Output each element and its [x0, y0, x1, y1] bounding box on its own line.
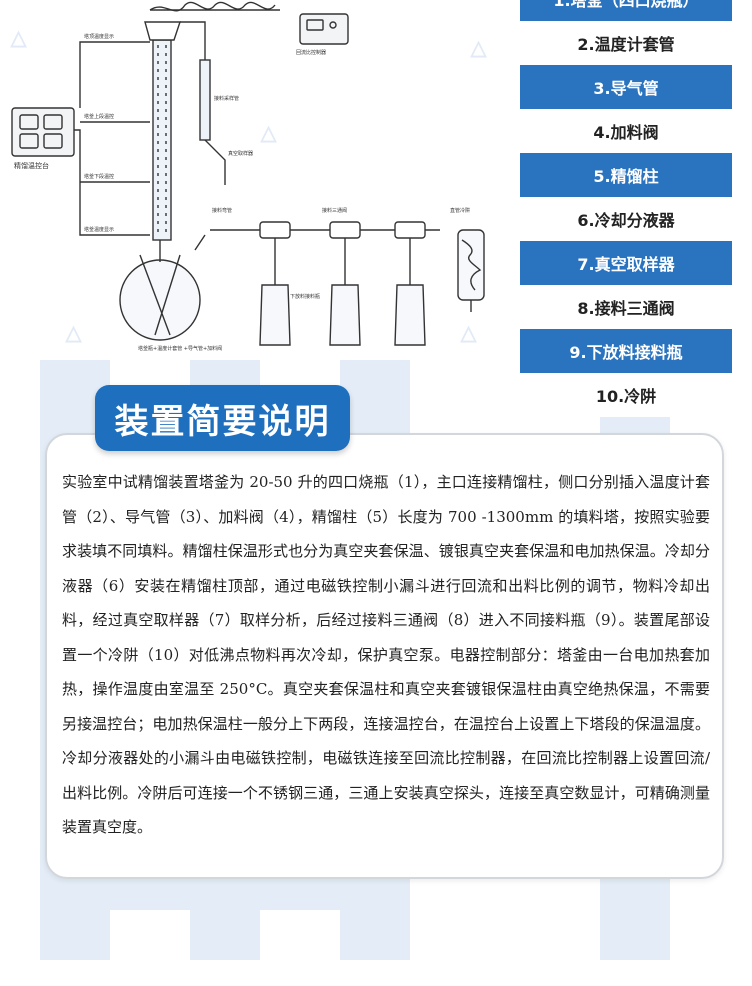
label-top-temp: 塔顶温度显示 [84, 33, 114, 40]
apparatus-diagram: 塔顶温度显示 塔釜上段温控 塔釜下段温控 塔釜温度显示 精馏温控台 回流比控制器… [11, 1, 485, 352]
valve-label-coldtrap: 直管冷阱 [450, 207, 470, 214]
watermark-icon: ▵ [460, 312, 478, 352]
legend-item-9: 9.下放料接料瓶 [520, 329, 732, 373]
label-lower-control: 塔釜下段温控 [84, 173, 114, 180]
legend-item-3: 3.导气管 [520, 65, 732, 109]
flask-label: 塔釜瓶+温度计套管 +导气管+加料阀 [138, 345, 222, 352]
label-upper-control: 塔釜上段温控 [84, 113, 114, 120]
section-title: 装置简要说明 [95, 385, 350, 451]
valve-label-bend: 接料弯管 [212, 207, 232, 214]
description-text: 实验室中试精馏装置塔釜为 20-50 升的四口烧瓶（1），主口连接精馏柱，侧口分… [62, 473, 710, 836]
legend-item-5: 5.精馏柱 [520, 153, 732, 197]
vlabel-vacuum: 真空取样器 [228, 150, 253, 157]
watermark-icon: ▵ [260, 112, 278, 152]
legend-item-2: 2.温度计套管 [520, 21, 732, 65]
watermark-icon: ▵ [10, 17, 28, 57]
label-bottom-temp: 塔釜温度显示 [84, 226, 114, 233]
legend-item-4: 4.加料阀 [520, 109, 732, 153]
watermark-icon: ▵ [470, 27, 488, 67]
vlabel-sampling: 接料采样管 [214, 95, 239, 102]
controller-label: 精馏温控台 [14, 161, 49, 170]
legend-item-10: 10.冷阱 [520, 373, 732, 417]
legend-item-1: 1.塔釜（四口烧瓶） [520, 0, 732, 21]
reflux-controller-label: 回流比控制器 [296, 49, 326, 56]
valve-label-three-way: 接料三通阀 [322, 207, 347, 214]
description-card [45, 433, 724, 879]
legend-item-8: 8.接料三通阀 [520, 285, 732, 329]
watermark-icon: ▵ [65, 312, 83, 352]
legend-item-6: 6.冷却分液器 [520, 197, 732, 241]
legend-item-7: 7.真空取样器 [520, 241, 732, 285]
bottle-label: 下放料接料瓶 [290, 293, 320, 300]
